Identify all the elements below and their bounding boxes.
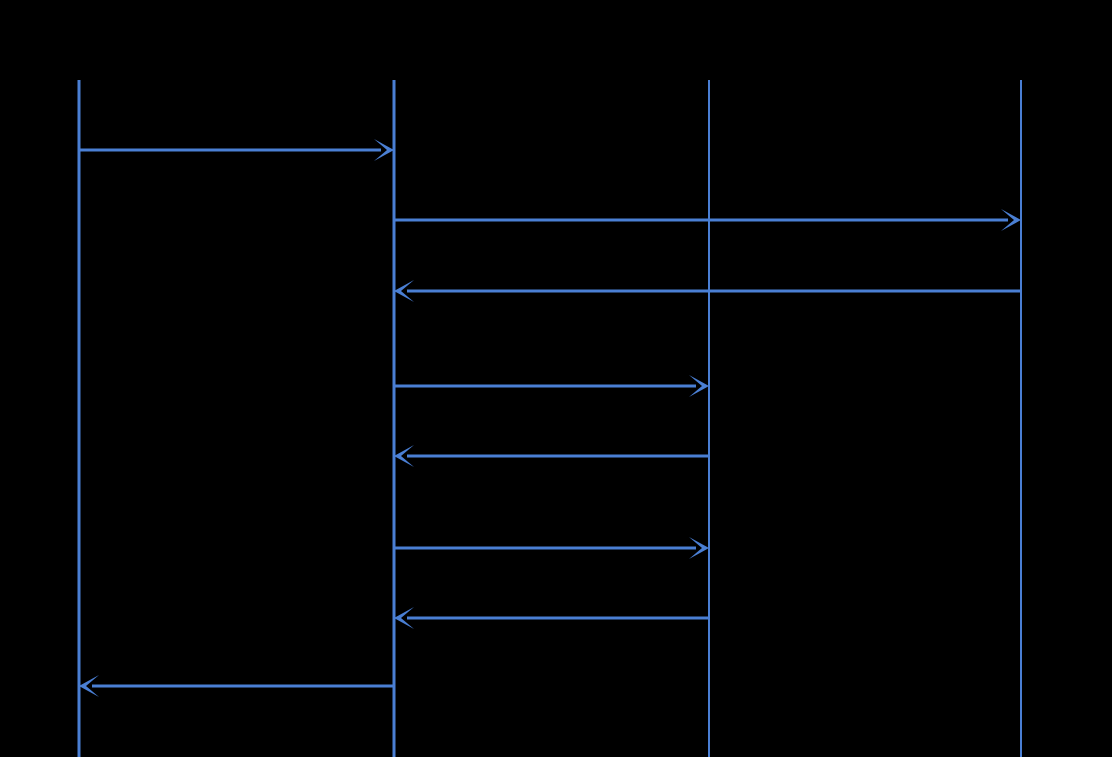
messages-group — [79, 139, 1021, 697]
message-arrow-5[interactable] — [394, 445, 709, 467]
message-arrowhead-4 — [689, 375, 709, 397]
message-arrow-7[interactable] — [394, 607, 709, 629]
message-arrowhead-1 — [374, 139, 394, 161]
message-arrow-3[interactable] — [394, 280, 1021, 302]
message-arrowhead-5 — [394, 445, 414, 467]
message-arrowhead-6 — [689, 537, 709, 559]
lifelines-group — [77, 80, 1022, 757]
message-arrowhead-3 — [394, 280, 414, 302]
message-arrowhead-2 — [1001, 209, 1021, 231]
message-arrow-2[interactable] — [394, 209, 1021, 231]
message-arrowhead-8 — [79, 675, 99, 697]
message-arrow-4[interactable] — [394, 375, 709, 397]
message-arrow-1[interactable] — [79, 139, 394, 161]
message-arrow-6[interactable] — [394, 537, 709, 559]
message-arrowhead-7 — [394, 607, 414, 629]
message-arrow-8[interactable] — [79, 675, 394, 697]
